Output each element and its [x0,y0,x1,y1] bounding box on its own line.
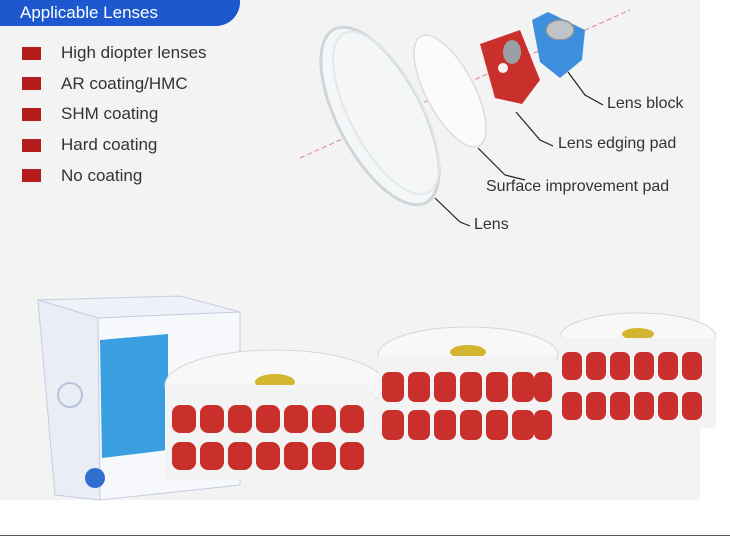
pad-roll-2 [377,326,559,446]
callout-lens-block: Lens block [607,95,684,112]
lens-type-item: Hard coating [22,130,207,161]
pad-roll-3 [559,312,717,428]
swatch-icon [22,169,41,183]
lens-type-item: No coating [22,160,207,191]
edging-pad-icon [480,30,540,104]
callout-lens: Lens [474,216,509,233]
bottom-divider [0,535,730,536]
lens-type-item: High diopter lenses [22,38,207,69]
lens-type-label: No coating [61,165,143,185]
lens-type-item: SHM coating [22,99,207,130]
surface-pad-icon [413,34,487,148]
lens-type-list: High diopter lenses AR coating/HMC SHM c… [22,38,207,191]
swatch-icon [22,77,41,91]
swatch-icon [22,138,41,152]
lens-type-label: High diopter lenses [61,43,207,63]
callout-edging-pad: Lens edging pad [558,135,677,152]
header-title: Applicable Lenses [20,3,158,22]
lens-type-label: AR coating/HMC [61,73,188,93]
applicable-lenses-tab: Applicable Lenses [0,0,240,26]
lens-type-label: Hard coating [61,135,158,155]
swatch-icon [22,107,41,121]
pad-roll-1 [164,349,386,480]
swatch-icon [22,46,41,60]
lens-type-item: AR coating/HMC [22,69,207,100]
lens-type-label: SHM coating [61,104,159,124]
callout-surface-pad: Surface improvement pad [486,178,670,195]
